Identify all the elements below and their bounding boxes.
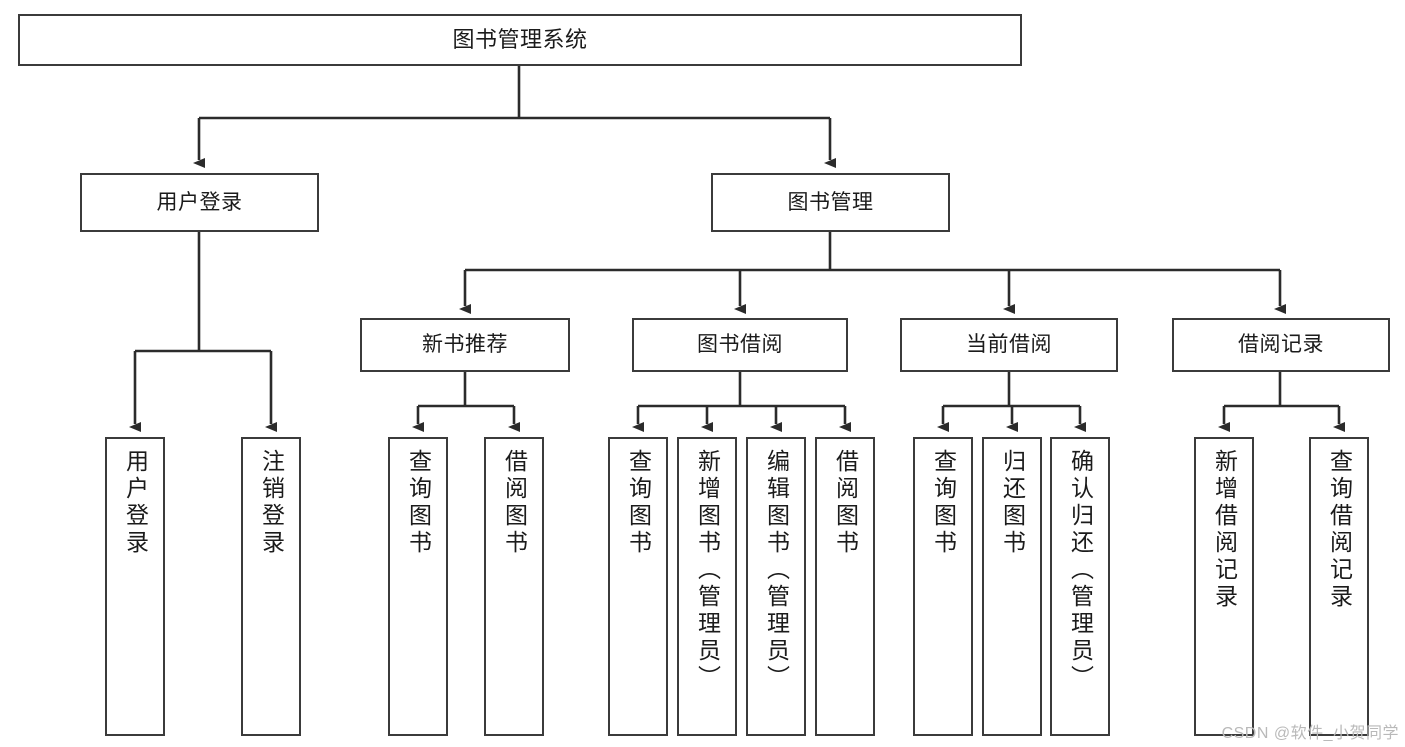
node-label: 归还图书 [999, 449, 1026, 557]
node-label: 新书推荐 [422, 333, 508, 357]
node-label: 借阅图书 [501, 449, 528, 557]
node-label: 新增借阅记录 [1211, 449, 1238, 611]
leaf-borrow-add-book[interactable]: 新增图书（管理员） [677, 437, 737, 736]
node-label: 借阅图书 [832, 449, 859, 557]
node-label: 注销登录 [258, 449, 285, 557]
node-user-login[interactable]: 用户登录 [80, 173, 319, 232]
node-label: 图书管理 [787, 190, 874, 214]
csdn-watermark: CSDN @软件_小贺同学 [1221, 725, 1399, 742]
leaf-current-return-book[interactable]: 归还图书 [982, 437, 1042, 736]
leaf-record-query[interactable]: 查询借阅记录 [1309, 437, 1369, 736]
node-label: 用户登录 [156, 190, 243, 214]
leaf-borrow-edit-book[interactable]: 编辑图书（管理员） [746, 437, 806, 736]
node-label: 图书借阅 [697, 333, 783, 357]
node-book-borrow[interactable]: 图书借阅 [632, 318, 848, 372]
node-label: 确认归还（管理员） [1067, 449, 1094, 692]
node-label: 图书管理系统 [452, 26, 588, 52]
node-label: 借阅记录 [1238, 333, 1324, 357]
leaf-current-confirm-return[interactable]: 确认归还（管理员） [1050, 437, 1110, 736]
node-root[interactable]: 图书管理系统 [18, 14, 1022, 66]
node-current-borrow[interactable]: 当前借阅 [900, 318, 1118, 372]
node-label: 查询图书 [930, 449, 957, 557]
node-label: 编辑图书（管理员） [763, 449, 790, 692]
node-borrow-record[interactable]: 借阅记录 [1172, 318, 1390, 372]
leaf-user-login-login[interactable]: 用户登录 [105, 437, 165, 736]
leaf-new-book-query[interactable]: 查询图书 [388, 437, 448, 736]
node-new-book-recommend[interactable]: 新书推荐 [360, 318, 570, 372]
node-label: 当前借阅 [966, 333, 1052, 357]
leaf-user-login-logout[interactable]: 注销登录 [241, 437, 301, 736]
node-label: 查询图书 [625, 449, 652, 557]
node-label: 查询图书 [405, 449, 432, 557]
node-label: 查询借阅记录 [1326, 449, 1353, 611]
leaf-record-add[interactable]: 新增借阅记录 [1194, 437, 1254, 736]
leaf-borrow-query-book[interactable]: 查询图书 [608, 437, 668, 736]
leaf-borrow-borrow-book[interactable]: 借阅图书 [815, 437, 875, 736]
node-label: 用户登录 [122, 449, 149, 557]
leaf-current-query-book[interactable]: 查询图书 [913, 437, 973, 736]
node-book-management[interactable]: 图书管理 [711, 173, 950, 232]
node-label: 新增图书（管理员） [694, 449, 721, 692]
leaf-new-book-borrow[interactable]: 借阅图书 [484, 437, 544, 736]
